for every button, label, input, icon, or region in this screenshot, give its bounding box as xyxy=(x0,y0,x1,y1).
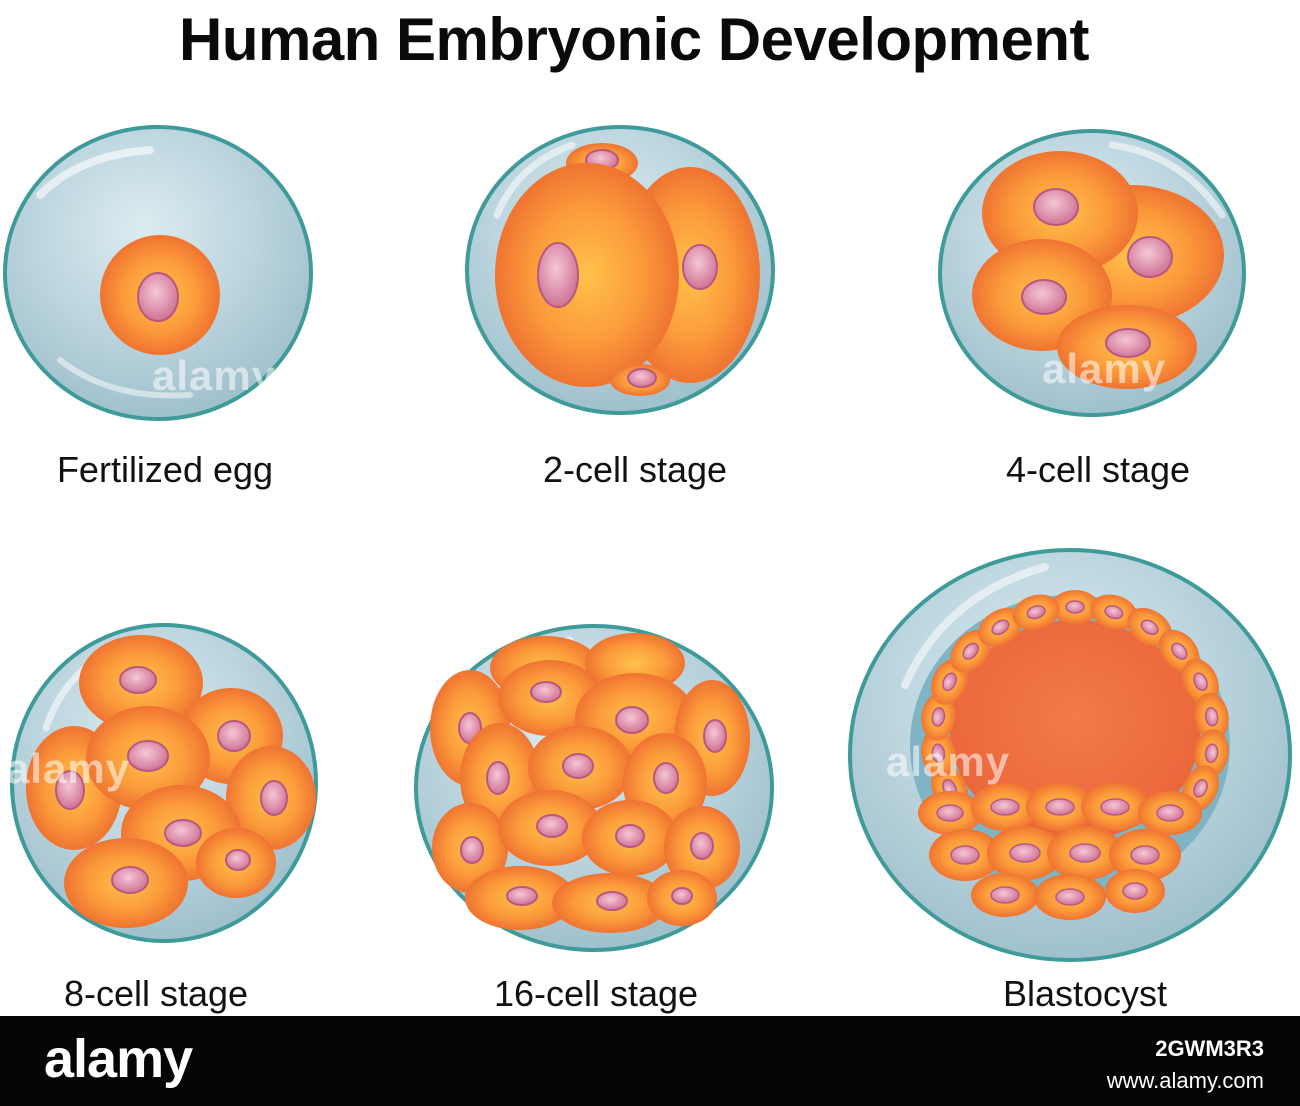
watermark-4: alamy xyxy=(886,738,1011,785)
sixteen-cell-stage-illustration xyxy=(414,624,774,952)
blastocyst-illustration xyxy=(848,548,1292,962)
two-cell-stage-illustration xyxy=(465,125,775,415)
inner-cell-mass-nucleus xyxy=(990,798,1020,816)
inner-cell-mass-nucleus xyxy=(990,886,1020,904)
trophoblast-nucleus xyxy=(1193,778,1208,798)
stage-label-8-cell: 8-cell stage xyxy=(63,973,249,1014)
stage-label-blastocyst: Blastocyst xyxy=(1002,973,1168,1014)
trophoblast-nucleus xyxy=(1026,605,1046,620)
inner-cell-mass-nucleus xyxy=(1069,843,1101,863)
trophoblast-nucleus xyxy=(931,707,946,727)
stage-label-2-cell: 2-cell stage xyxy=(542,449,728,490)
footer-bar: alamy 2GWM3R3 www.alamy.com xyxy=(0,1016,1300,1106)
inner-cell-mass-nucleus xyxy=(1130,845,1160,865)
inner-cell-mass-nucleus xyxy=(1045,798,1075,816)
trophoblast-nucleus xyxy=(991,619,1010,636)
trophoblast-nucleus xyxy=(942,672,957,692)
trophoblast-nucleus xyxy=(1171,642,1188,660)
trophoblast-nucleus xyxy=(1140,619,1159,636)
inner-cell-mass-nucleus xyxy=(1122,882,1148,900)
watermark-2: alamy xyxy=(1042,345,1167,392)
inner-cell-mass-nucleus xyxy=(1009,843,1041,863)
trophoblast-nucleus xyxy=(1204,707,1219,727)
trophoblast-nucleus xyxy=(1204,743,1219,763)
fertilized-egg-illustration xyxy=(3,125,313,421)
watermark-1: alamy xyxy=(152,352,277,399)
four-cell-stage-illustration xyxy=(938,129,1246,417)
stage-label-fertilized-egg: Fertilized egg xyxy=(56,449,274,490)
footer-image-id: 2GWM3R3 xyxy=(1155,1036,1264,1061)
trophoblast-nucleus xyxy=(931,743,946,763)
inner-cell-mass-nucleus xyxy=(1055,888,1085,906)
watermark-3: alamy xyxy=(6,745,131,792)
page-title: Human Embryonic Development xyxy=(178,6,1090,73)
inner-cell-mass-nucleus xyxy=(1100,798,1130,816)
inner-cell-mass-nucleus xyxy=(936,804,964,822)
eight-cell-stage-illustration xyxy=(10,623,318,943)
stage-label-16-cell: 16-cell stage xyxy=(493,973,699,1014)
trophoblast-nucleus xyxy=(1065,600,1085,614)
trophoblast-nucleus xyxy=(1193,672,1208,692)
footer-url: www.alamy.com xyxy=(1106,1068,1264,1093)
footer-logo: alamy xyxy=(44,1029,193,1089)
inner-cell-mass-nucleus xyxy=(950,845,980,865)
trophoblast-nucleus xyxy=(1104,605,1124,620)
trophoblast-nucleus xyxy=(962,642,979,660)
stage-label-4-cell: 4-cell stage xyxy=(1005,449,1191,490)
inner-cell-mass-nucleus xyxy=(1156,804,1184,822)
